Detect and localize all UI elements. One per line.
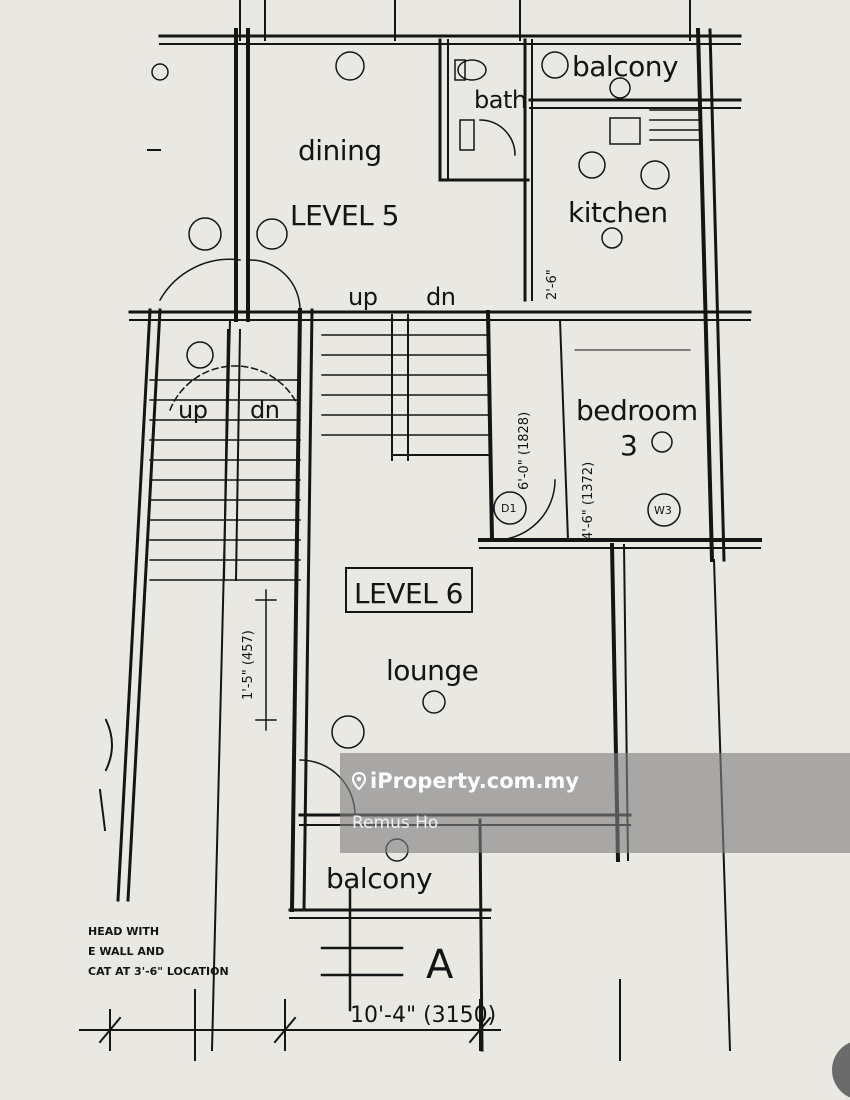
watermark-brand-text: iProperty.com.my bbox=[370, 769, 580, 793]
room-label-bedroom-number: 3 bbox=[620, 429, 637, 462]
room-label-dining: dining bbox=[298, 134, 382, 167]
stair-treads bbox=[149, 314, 489, 582]
floor-plan: balcony bath dining LEVEL 5 kitchen bedr… bbox=[79, 0, 762, 1061]
note-line-3: CAT AT 3'-6" LOCATION bbox=[88, 965, 229, 978]
dimension-line-lounge bbox=[255, 589, 277, 731]
watermark-brand: iProperty.com.my bbox=[352, 769, 579, 793]
dimension-lounge-side: 1'-5" (457) bbox=[241, 630, 256, 700]
stair-label-dn-left: dn bbox=[250, 396, 279, 424]
dimension-line-bottom bbox=[79, 979, 621, 1061]
tag-circles bbox=[151, 51, 681, 862]
stair-label-up-top: up bbox=[348, 283, 377, 311]
bath-walls bbox=[438, 38, 742, 302]
door-swings bbox=[158, 119, 556, 816]
top-wall bbox=[158, 0, 742, 45]
stair-label-dn-top: dn bbox=[426, 283, 455, 311]
dimension-bedroom-vertical: 4'-6" (1372) bbox=[581, 462, 596, 540]
note-line-2: E WALL AND bbox=[88, 945, 164, 958]
watermark-band: iProperty.com.my Remus Ho bbox=[340, 753, 850, 853]
room-label-balcony-top: balcony bbox=[572, 50, 678, 83]
room-label-balcony-bottom: balcony bbox=[326, 862, 432, 895]
kitchen-counter bbox=[609, 109, 701, 145]
dimension-kitchen-side: 2'-6" bbox=[545, 269, 560, 300]
section-marker bbox=[320, 888, 404, 1012]
location-pin-icon bbox=[352, 772, 366, 790]
bedroom-walls bbox=[478, 309, 762, 549]
edge-marks bbox=[98, 149, 161, 832]
window-tag-bedroom: W3 bbox=[654, 504, 672, 517]
room-label-kitchen: kitchen bbox=[568, 196, 668, 229]
room-label-lounge: lounge bbox=[386, 654, 478, 687]
stair-label-up-left: up bbox=[178, 396, 207, 424]
room-label-bedroom: bedroom bbox=[576, 394, 698, 427]
section-marker-label: A bbox=[426, 942, 454, 988]
door-tag-bedroom: D1 bbox=[501, 502, 516, 515]
bath-fixtures bbox=[454, 59, 487, 151]
dimension-bedroom-side: 6'-0" (1828) bbox=[517, 412, 532, 490]
level6-box bbox=[345, 567, 473, 613]
dimension-bottom: 10'-4" (3150) bbox=[350, 1003, 496, 1028]
watermark-author: Remus Ho bbox=[352, 813, 439, 833]
plan-labels: balcony bath dining LEVEL 5 kitchen bedr… bbox=[88, 50, 698, 1028]
stair-wall bbox=[128, 310, 752, 321]
room-label-bath: bath bbox=[474, 86, 527, 114]
note-line-1: HEAD WITH bbox=[88, 925, 159, 938]
room-label-level6: LEVEL 6 bbox=[354, 577, 463, 610]
room-label-level5: LEVEL 5 bbox=[290, 199, 399, 232]
